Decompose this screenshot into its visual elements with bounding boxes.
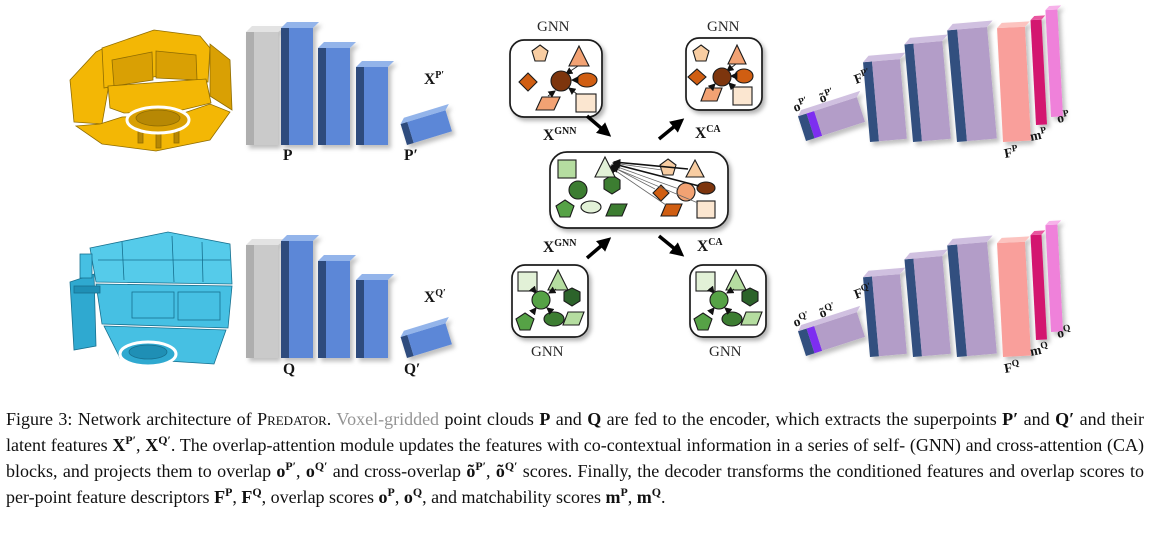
label-FQ: FQ <box>1003 358 1021 375</box>
label-FP: FP <box>1003 144 1020 161</box>
label-FP-prime: FP′ <box>852 67 873 87</box>
label-mQ: mQ <box>1029 340 1050 359</box>
label-otildeP-prime: õP′ <box>817 86 837 105</box>
label-oQ-prime: oQ′ <box>791 310 812 330</box>
label-otildeQ-prime: õQ′ <box>817 301 838 321</box>
architecture-diagram: P P′ XP′ Q Q′ XQ′ G <box>69 5 1073 378</box>
label-P-prime: P′ <box>404 147 418 164</box>
encoder-p-bar-out <box>400 103 452 145</box>
figure-caption: Figure 3: Network architecture of Predat… <box>0 398 1151 510</box>
label-XP-prime: XP′ <box>424 70 444 88</box>
gnn-box-top-left <box>509 39 603 118</box>
gnn-label-top-left: GNN <box>537 19 570 35</box>
label-mP: mP <box>1029 126 1049 144</box>
gnn-label-bottom-left: GNN <box>531 344 564 360</box>
decoder-p-bar-overlap <box>1045 5 1063 117</box>
point-cloud-p-image <box>69 29 233 152</box>
label-oQ: oQ <box>1056 323 1073 341</box>
encoder-q-bar-3 <box>356 274 394 358</box>
decoder-p-bar-features <box>997 21 1031 142</box>
decoder-p-bar-4 <box>947 20 997 142</box>
label-oP-prime: oP′ <box>791 95 811 114</box>
decoder-q-bars <box>797 220 1063 357</box>
encoder-p-bar-3 <box>356 61 394 145</box>
label-XQ-prime: XQ′ <box>424 288 446 306</box>
decoder-p-bar-3 <box>904 34 951 142</box>
encoder-q-bar-1 <box>281 235 319 358</box>
gnn-box-top-right <box>685 37 763 111</box>
encoder-q-bar-2 <box>318 255 356 358</box>
gnn-label-top-right: GNN <box>707 19 740 35</box>
encoder-p-bars <box>246 22 452 145</box>
decoder-q-bar-overlap <box>1045 220 1063 332</box>
decoder-q-bar-features <box>997 236 1031 357</box>
decoder-q-bar-2 <box>863 267 907 357</box>
decoder-q-bar-matchability <box>1030 230 1047 340</box>
figure-caption-text: Figure 3: Network architecture of Predat… <box>6 409 1145 507</box>
encoder-q-bars <box>246 235 452 358</box>
decoder-p-bar-cond <box>797 90 865 141</box>
label-xgnn-bottom: XGNN <box>543 238 577 256</box>
cross-attention-box <box>549 151 729 229</box>
encoder-p-bar-input <box>246 26 284 145</box>
point-cloud-q-image <box>69 231 233 368</box>
gnn-box-bottom-right <box>689 264 767 338</box>
label-P: P <box>283 147 293 164</box>
gnn-label-bottom-right: GNN <box>709 344 742 360</box>
encoder-p-bar-2 <box>318 42 356 145</box>
label-xca-bottom: XCA <box>697 237 723 255</box>
decoder-q-bar-4 <box>947 235 997 357</box>
label-xca-top: XCA <box>695 124 721 142</box>
encoder-p-bar-1 <box>281 22 319 145</box>
decoder-p-bar-2 <box>863 52 907 142</box>
label-FQ-prime: FQ′ <box>852 281 875 301</box>
label-Q: Q <box>283 361 295 378</box>
decoder-p-bar-matchability <box>1030 15 1047 125</box>
decoder-p-bars <box>797 5 1063 142</box>
encoder-q-bar-out <box>400 316 452 358</box>
label-Q-prime: Q′ <box>404 361 420 378</box>
label-xgnn-top: XGNN <box>543 126 577 144</box>
encoder-q-bar-input <box>246 239 284 358</box>
decoder-q-bar-3 <box>904 249 951 357</box>
gnn-box-bottom-left <box>511 264 589 338</box>
label-oP: oP <box>1056 109 1072 126</box>
decoder-q-bar-cond <box>797 305 865 356</box>
